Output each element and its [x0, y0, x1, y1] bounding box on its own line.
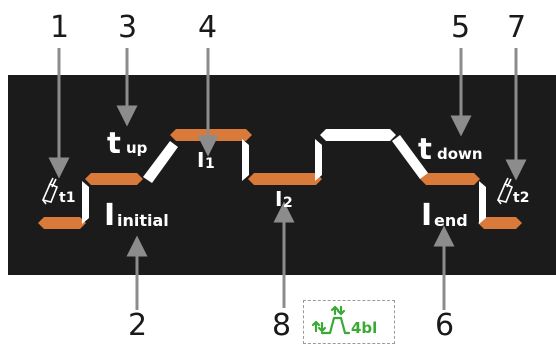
- segment-white-downslope: [392, 135, 428, 179]
- callout-2: 2: [128, 308, 148, 343]
- label-i2: I: [275, 187, 282, 211]
- segment-white-right-low: [479, 181, 486, 224]
- callout-6: 6: [435, 308, 455, 343]
- callout-4: 4: [198, 10, 218, 45]
- label-i2-sub: 2: [283, 195, 293, 211]
- callout-8: 8: [272, 308, 292, 343]
- label-i-end-sub: end: [434, 211, 468, 230]
- torch-trigger-icon-t2: [496, 177, 514, 205]
- label-t2: t2: [513, 190, 529, 206]
- segment-white-rise-i1: [315, 139, 322, 181]
- callout-3: 3: [118, 10, 138, 45]
- label-t-down-sub: down: [437, 145, 483, 163]
- label-i1-sub: 1: [205, 156, 215, 172]
- segment-i1-right: [320, 129, 396, 141]
- badge-4bl-frame: [303, 300, 395, 344]
- badge-label: 4bl: [351, 319, 377, 337]
- segment-initial: [85, 173, 143, 185]
- label-t-up: t: [107, 126, 121, 160]
- label-i-initial-sub: initial: [117, 211, 169, 230]
- callout-1: 1: [50, 10, 70, 45]
- pulse-4bl-icon: [311, 305, 351, 335]
- label-t-down: t: [418, 132, 432, 166]
- label-t-up-sub: up: [126, 139, 148, 157]
- segment-white-left-low: [82, 181, 89, 224]
- label-i-initial: I: [104, 198, 115, 233]
- segment-end: [420, 173, 480, 185]
- torch-trigger-icon-t1: [41, 177, 59, 205]
- label-t1: t1: [59, 190, 75, 206]
- segment-pre-gas: [38, 217, 86, 229]
- label-i1: I: [197, 148, 204, 172]
- callout-7: 7: [507, 10, 527, 45]
- segment-white-drop-i2: [242, 139, 249, 181]
- segment-post-gas: [478, 217, 522, 229]
- callout-5: 5: [451, 10, 471, 45]
- segment-i2: [248, 173, 322, 185]
- segment-white-upslope: [143, 141, 178, 183]
- label-i-end: I: [421, 198, 432, 233]
- segment-i1-left: [170, 129, 252, 141]
